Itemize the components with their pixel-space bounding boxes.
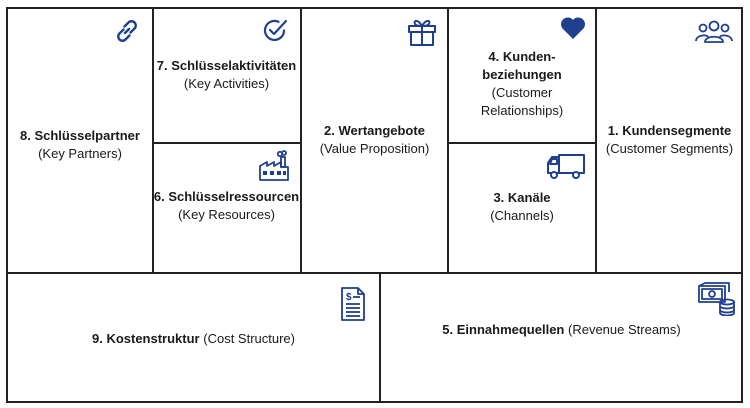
key-partners-block: 8. Schlüsselpartner (Key Partners) [8,9,152,272]
key-partners-label: 8. Schlüsselpartner (Key Partners) [8,127,152,163]
people-group-icon [694,18,734,46]
key-activities-block: 7. Schlüsselaktivitäten (Key Activities) [153,9,300,142]
value-proposition-title: 2. Wertangebote [324,123,425,138]
customer-segments-label: 1. Kundensegmente (Customer Segments) [597,122,742,158]
revenue-streams-subtitle: (Revenue Streams) [568,322,681,337]
value-proposition-label: 2. Wertangebote (Value Proposition) [302,122,447,158]
key-activities-subtitle: (Key Activities) [183,76,270,91]
customer-relationships-label: 4. Kunden- beziehungen (Customer Relatio… [449,48,595,120]
canvas-frame [6,7,743,403]
divider [379,273,381,402]
key-resources-label: 6. Schlüsselressourcen (Key Resources) [153,188,300,224]
value-proposition-block: 2. Wertangebote (Value Proposition) [302,9,447,272]
divider [152,142,302,144]
revenue-streams-label: 5. Einnahmequellen (Revenue Streams) [381,321,742,339]
cost-structure-subtitle: (Cost Structure) [203,331,295,346]
divider [152,8,154,273]
cost-structure-label: 9. Kostenstruktur (Cost Structure) [8,330,379,348]
divider [595,8,597,273]
cost-structure-title: 9. Kostenstruktur [91,331,200,346]
link-icon [112,16,142,46]
factory-icon [257,150,291,182]
customer-segments-title: 1. Kundensegmente [607,123,732,138]
customer-segments-block: 1. Kundensegmente (Customer Segments) [597,9,742,272]
key-partners-title: 8. Schlüsselpartner [20,128,140,143]
divider [7,272,742,274]
key-resources-title: 6. Schlüsselressourcen [153,189,300,204]
key-resources-subtitle: (Key Resources) [178,207,275,222]
customer-relationships-subtitle-line1: (Customer [491,85,553,100]
check-circle-icon [260,16,290,46]
svg-text:$: $ [346,292,352,303]
money-coins-icon [697,282,737,316]
customer-relationships-block: 4. Kunden- beziehungen (Customer Relatio… [449,9,595,142]
customer-relationships-subtitle-line2: Relationships) [480,103,564,118]
customer-relationships-title-line1: 4. Kunden- [488,49,556,64]
revenue-streams-title: 5. Einnahmequellen [442,322,565,337]
divider [447,8,449,273]
channels-label: 3. Kanäle (Channels) [449,189,595,225]
channels-block: 3. Kanäle (Channels) [449,144,595,272]
invoice-document-icon: $ [339,286,367,322]
divider [300,8,302,273]
heart-icon [559,15,587,41]
cost-structure-block: $ 9. Kostenstruktur (Cost Structure) [8,274,379,401]
channels-title: 3. Kanäle [493,190,551,205]
key-activities-label: 7. Schlüsselaktivitäten (Key Activities) [153,57,300,93]
revenue-streams-block: 5. Einnahmequellen (Revenue Streams) [381,274,742,401]
key-resources-block: 6. Schlüsselressourcen (Key Resources) [153,144,300,272]
divider [447,142,597,144]
customer-relationships-title-line2: beziehungen [482,67,562,82]
value-proposition-subtitle: (Value Proposition) [319,141,430,156]
key-partners-subtitle: (Key Partners) [38,146,122,161]
gift-icon [406,17,438,47]
channels-subtitle: (Channels) [490,208,554,223]
truck-icon [545,153,587,181]
customer-segments-subtitle: (Customer Segments) [605,141,734,156]
key-activities-title: 7. Schlüsselaktivitäten [156,58,297,73]
